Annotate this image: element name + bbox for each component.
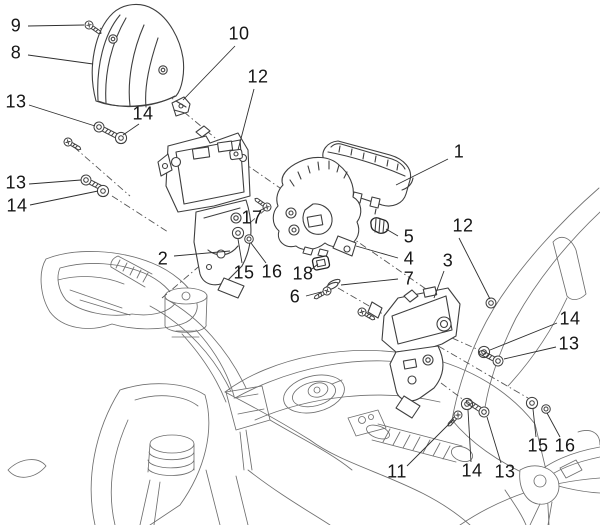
callout-leader-6 (306, 292, 321, 296)
square-nut-icon (230, 149, 243, 160)
fender-tip (8, 460, 46, 478)
well-nut-clamp-icon (172, 97, 190, 116)
rubber-bushing-icon (371, 218, 389, 233)
callout-leader-2 (174, 251, 230, 256)
handguard (41, 251, 197, 328)
callout-leader-11 (407, 420, 453, 466)
callout-leader-14 (123, 124, 139, 135)
callout-leader-13 (504, 347, 556, 359)
callout-leader-17 (259, 208, 265, 211)
callout-leader-5 (386, 229, 398, 236)
callout-leader-7 (341, 279, 398, 285)
callout-leader-13 (29, 105, 95, 126)
mounting-bracket-front (158, 126, 251, 298)
callout-leader-1 (396, 159, 448, 185)
left-grip (111, 256, 152, 287)
callout-leader-3 (434, 271, 444, 298)
callout-leader-14 (490, 323, 557, 350)
brake-lever-assembly (505, 431, 600, 525)
brake-reservoir (165, 288, 207, 337)
callout-leader-14 (30, 191, 98, 205)
callout-leader-14 (468, 410, 471, 462)
motorcycle-front-end (8, 188, 600, 525)
mounting-bracket-rear (368, 287, 460, 418)
callout-leader-10 (183, 46, 235, 100)
callout-leader-12 (459, 238, 490, 299)
fork-adjuster (148, 435, 194, 476)
callout-leader-15 (533, 409, 536, 437)
front-fender (91, 384, 209, 525)
instrument-cover (273, 157, 361, 257)
callout-leader-13 (487, 417, 501, 463)
callout-leader-4 (356, 246, 398, 258)
callout-leader-12 (238, 89, 254, 150)
callout-leader-18 (312, 264, 318, 269)
callout-leader-13 (29, 180, 81, 184)
callout-leader-15 (238, 239, 242, 263)
callout-leader-16 (251, 243, 266, 263)
windshield (92, 4, 183, 107)
rubber-grommet-icon (312, 255, 330, 270)
callout-leader-8 (28, 55, 93, 64)
hardware-icons (62, 18, 551, 430)
callout-leader-16 (547, 413, 560, 437)
throttle-grip (348, 410, 475, 464)
callout-leader-9 (28, 25, 84, 26)
